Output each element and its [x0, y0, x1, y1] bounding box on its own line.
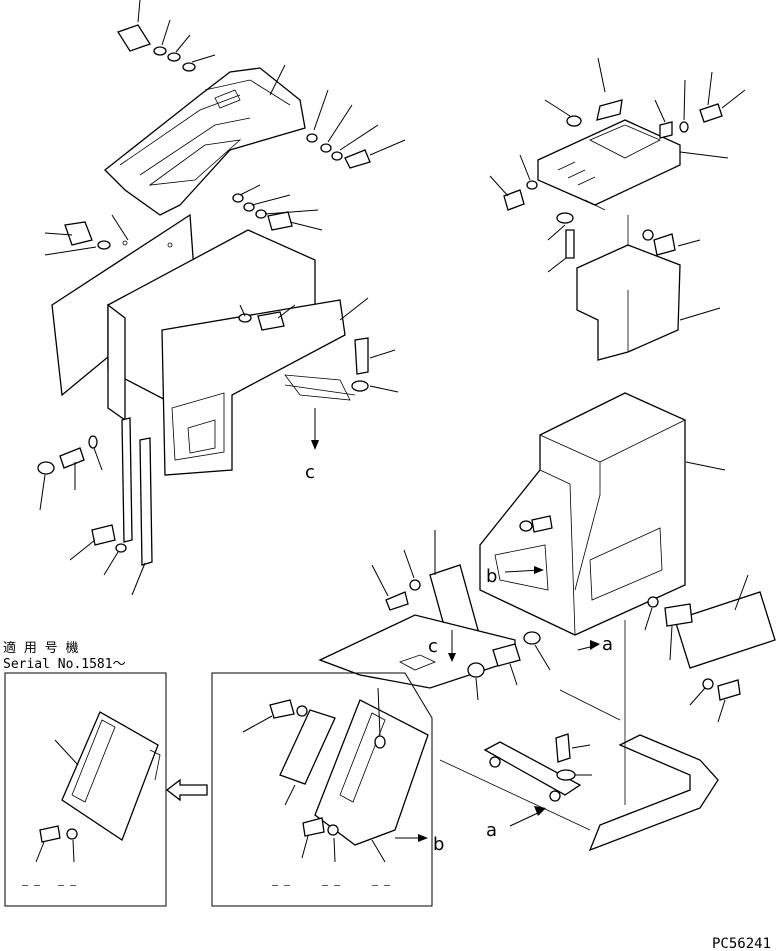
- inset-arrow: [165, 778, 208, 802]
- svg-text:— —: — —: [272, 880, 291, 891]
- callout-c-upper-label: c: [305, 462, 315, 483]
- cab-right-plate: [644, 574, 776, 723]
- console-cover: [104, 67, 306, 216]
- grommet-left: [37, 461, 55, 511]
- control-panel-cover: [537, 57, 746, 206]
- bolt-set-top: [117, 0, 286, 96]
- bolt-set-middle: [232, 184, 323, 231]
- inset-left: — — — —: [4, 672, 167, 907]
- callout-c-upper: c: [305, 408, 319, 483]
- callout-b-upper-label: b: [486, 566, 497, 587]
- drawing-number: PC56241: [712, 936, 771, 951]
- svg-text:— —: — —: [322, 880, 341, 891]
- applicability-heading: 適 用 号 機: [3, 640, 78, 656]
- svg-text:— —: — —: [58, 880, 77, 891]
- trim-strip: [121, 417, 153, 596]
- applicability-serial: Serial No.1581〜: [3, 657, 126, 672]
- bolt-vertical-frame: [351, 337, 399, 393]
- bolt-set-top-right: [489, 154, 606, 273]
- bolt-set-left-middle: [59, 435, 103, 490]
- inset-right: b — — — — — —: [211, 672, 444, 907]
- callout-b-lower-label: b: [433, 834, 444, 855]
- svg-text:— —: — —: [372, 880, 391, 891]
- bolt-set-console-right: [306, 89, 406, 169]
- base-frame: [439, 620, 719, 852]
- callout-a-upper-label: a: [602, 634, 613, 655]
- cab-side-plate: [371, 530, 479, 641]
- frame-box: [107, 229, 369, 476]
- main-cab-frame: b a: [479, 392, 726, 655]
- cab-lower-fasteners: [467, 631, 551, 701]
- svg-text:— —: — —: [22, 880, 41, 891]
- callout-c-lower-label: c: [428, 636, 438, 657]
- floor-plate: c: [318, 614, 516, 689]
- bolt-set-left-lower: [69, 524, 127, 576]
- bracket-lower: a: [483, 733, 592, 841]
- callout-a-lower-label: a: [486, 820, 497, 841]
- control-box: [576, 215, 721, 361]
